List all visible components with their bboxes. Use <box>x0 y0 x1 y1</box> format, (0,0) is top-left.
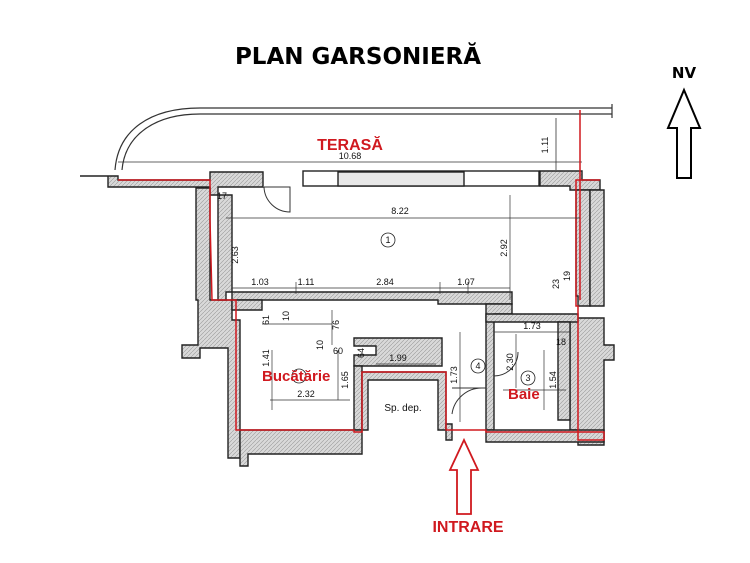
storage-label: Sp. dep. <box>384 403 421 414</box>
dim-terrace-depth: 1.11 <box>540 137 550 154</box>
room-number-4: 4 <box>475 361 480 371</box>
dim-bath-1-73: 1.73 <box>523 321 541 331</box>
north-label: NV <box>672 64 697 82</box>
room-number-3: 3 <box>525 373 530 383</box>
dim-wall-19: 19 <box>562 271 572 281</box>
dim-k-1-99: 1.99 <box>389 353 407 363</box>
entrance-arrow-icon <box>448 437 480 515</box>
entrance-label: INTRARE <box>432 519 503 536</box>
dim-k-10a: 10 <box>281 311 291 321</box>
perimeter-line <box>118 179 605 441</box>
dim-k-1-65: 1.65 <box>340 371 350 389</box>
room-number-1: 1 <box>385 235 390 245</box>
dim-hall-2-30: 2.30 <box>505 353 515 371</box>
room-number-markers <box>291 232 536 386</box>
dim-2-84: 2.84 <box>376 277 394 287</box>
dim-wall-17: 17 <box>217 191 227 201</box>
dim-k-10b: 10 <box>315 340 325 350</box>
dim-k-76: 76 <box>331 320 341 330</box>
terrace-dimensions <box>118 118 582 170</box>
terrace-label: TERASĂ <box>317 135 383 154</box>
dim-wall-23: 23 <box>551 279 561 289</box>
dim-1-11: 1.11 <box>298 277 315 287</box>
doors <box>263 186 519 415</box>
dim-bath-1-54: 1.54 <box>548 371 558 389</box>
dim-1-07: 1.07 <box>457 277 475 287</box>
dim-1-03: 1.03 <box>251 277 269 287</box>
walls <box>80 170 615 467</box>
kitchen-label: Bucătărie <box>262 368 330 385</box>
dim-k-2-32: 2.32 <box>297 389 315 399</box>
dim-k-61: 61 <box>261 315 271 325</box>
dim-bath-18: 18 <box>556 337 566 347</box>
interior-dimensions <box>226 195 580 422</box>
terrace-railing <box>114 104 613 171</box>
dim-terrace-width: 10.68 <box>339 151 362 161</box>
plan-title: PLAN GARSONIERĂ <box>235 42 481 70</box>
dim-room-depth-right: 2.92 <box>499 239 509 257</box>
bath-label: Baie <box>508 386 540 403</box>
dim-k-1-41: 1.41 <box>261 349 271 367</box>
dim-k-64: 64 <box>356 348 366 358</box>
dim-room-depth-left: 2.63 <box>230 246 240 264</box>
dim-room-width: 8.22 <box>391 206 409 216</box>
dim-hall-1-73: 1.73 <box>449 366 459 384</box>
dim-k-60: 60 <box>333 346 343 356</box>
north-arrow-icon <box>666 87 702 179</box>
